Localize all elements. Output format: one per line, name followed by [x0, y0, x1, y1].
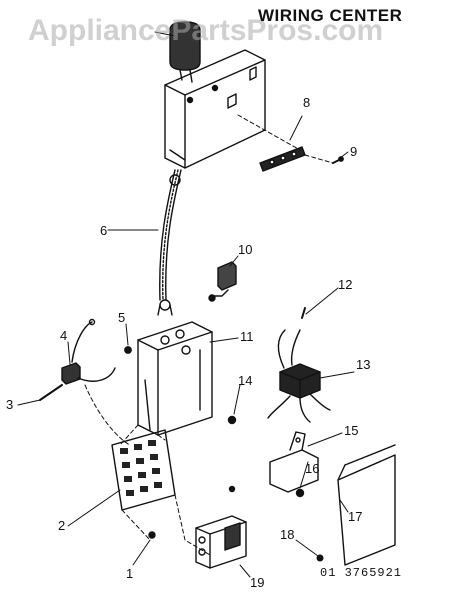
callout-17: 17 [348, 509, 363, 524]
callout-8: 8 [303, 95, 311, 110]
screw-part-5 [228, 485, 236, 493]
callout-5: 5 [118, 310, 126, 325]
callout-16: 16 [305, 461, 320, 476]
screw-part-3 [148, 531, 156, 539]
callout-13: 13 [356, 357, 371, 372]
relay-part [208, 261, 237, 302]
nut-part [295, 488, 305, 498]
callout-10: 10 [238, 242, 253, 257]
screw-part [332, 156, 344, 164]
screw-part-6 [316, 554, 324, 562]
callout-14: 14 [238, 373, 253, 388]
diagram-title: WIRING CENTER [258, 6, 403, 25]
callout-9: 9 [350, 144, 358, 159]
callout-4: 4 [60, 328, 68, 343]
thermostat-part [39, 318, 116, 401]
callout-2: 2 [58, 518, 66, 533]
callout-19: 19 [250, 575, 265, 590]
bracket-part [269, 431, 319, 493]
terminal-board-part [111, 429, 176, 511]
callout-11: 11 [240, 329, 254, 344]
callout-15: 15 [344, 423, 359, 438]
callout-1: 1 [126, 566, 134, 581]
part-number-code: 01 3765921 [320, 566, 403, 580]
terminal-strip-part [259, 146, 306, 172]
screw-part-4 [227, 415, 237, 425]
junction-box-part [137, 321, 213, 436]
callout-18: 18 [280, 527, 295, 542]
cover-part [337, 444, 396, 566]
wire-harness-part [157, 169, 182, 316]
callout-12: 12 [338, 277, 353, 292]
contactor-part [195, 515, 247, 569]
capacitor-part [169, 21, 201, 83]
screw-part-2 [124, 346, 132, 354]
callout-6: 6 [100, 223, 108, 238]
callout-3: 3 [6, 397, 14, 412]
transformer-part [267, 307, 331, 423]
watermark-text: AppliancePartsPros.com [28, 14, 384, 47]
